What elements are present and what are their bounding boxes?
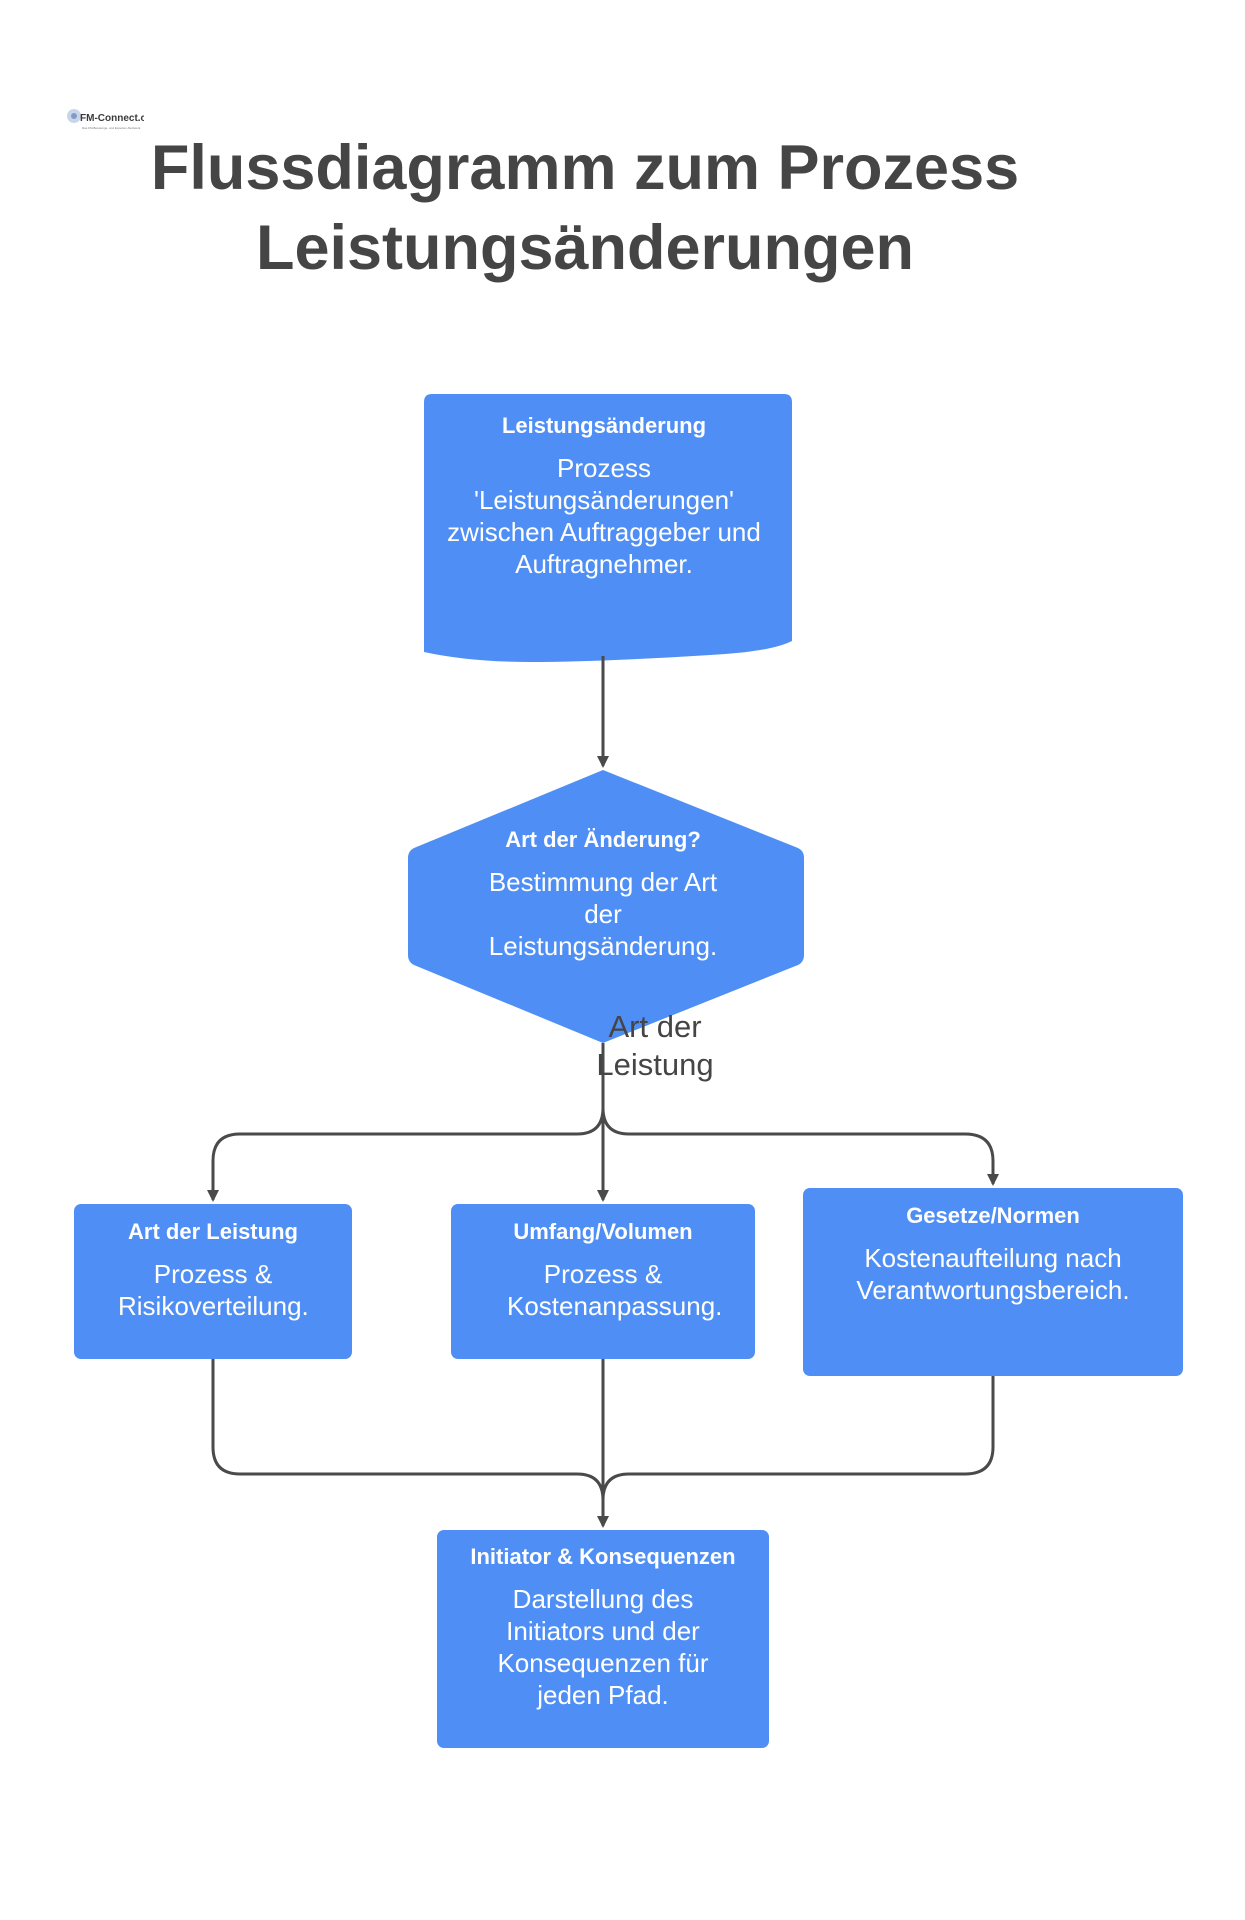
start-node-shape[interactable]: [424, 394, 792, 662]
art-der-leistung-node[interactable]: Art der Leistung Prozess & Risikoverteil…: [74, 1218, 352, 1322]
umfang-volumen-body: Prozess & Kostenanpassung.: [507, 1259, 723, 1321]
gesetze-normen-body: Kostenaufteilung nach Verantwortungsbere…: [856, 1243, 1130, 1305]
initiator-konsequenzen-node[interactable]: Initiator & Konsequenzen Darstellung des…: [437, 1543, 769, 1711]
gesetze-normen-heading: Gesetze/Normen: [906, 1203, 1080, 1228]
start-node-body: Prozess 'Leistungsänderungen' zwischen A…: [447, 453, 761, 579]
art-der-leistung-node-shape[interactable]: [74, 1204, 352, 1359]
umfang-volumen-node-shape[interactable]: [451, 1204, 755, 1359]
connector-gesetze-normen-to-end: [601, 1376, 995, 1501]
title-line-2: Leistungsänderungen: [255, 213, 915, 283]
start-node-heading: Leistungsänderung: [501, 413, 707, 438]
fm-connect-logo: FM-Connect.com Das FM-Beratungs- und Exp…: [67, 109, 144, 130]
decision-node-heading: Art der Änderung?: [505, 827, 701, 852]
decision-node-body: Bestimmung der Art der Leistungsänderung…: [488, 867, 718, 961]
edge-label-art-der-leistung: Art der Leistung: [596, 1009, 714, 1082]
initiator-konsequenzen-node-shape[interactable]: [437, 1530, 769, 1748]
gesetze-normen-node-shape[interactable]: [803, 1188, 1183, 1376]
start-node[interactable]: Leistungsänderung Prozess 'Leistungsände…: [436, 412, 772, 580]
logo-text: FM-Connect.com: [80, 113, 144, 124]
page-title: Flussdiagramm zum Prozess Leistungsänder…: [80, 128, 1090, 288]
art-der-leistung-body: Prozess & Risikoverteilung.: [118, 1259, 309, 1321]
connector-art-der-leistung-to-end: [211, 1359, 609, 1528]
decision-node[interactable]: Art der Änderung? Bestimmung der Art der…: [448, 826, 758, 962]
decision-node-shape[interactable]: [408, 770, 804, 1043]
umfang-volumen-heading: Umfang/Volumen: [513, 1219, 693, 1244]
logo-tagline: Das FM-Beratungs- und Experten-Netzwerk: [82, 126, 141, 130]
art-der-leistung-heading: Art der Leistung: [128, 1219, 298, 1244]
title-line-1: Flussdiagramm zum Prozess: [150, 133, 1020, 203]
connector-decision-to-art-der-leistung: [207, 1043, 605, 1202]
umfang-volumen-node[interactable]: Umfang/Volumen Prozess & Kostenanpassung…: [451, 1218, 755, 1322]
gesetze-normen-node[interactable]: Gesetze/Normen Kostenaufteilung nach Ver…: [803, 1202, 1183, 1306]
initiator-konsequenzen-heading: Initiator & Konsequenzen: [470, 1544, 736, 1569]
connector-decision-to-gesetze-normen: [601, 1107, 999, 1186]
initiator-konsequenzen-body: Darstellung des Initiators und der Konse…: [497, 1584, 709, 1710]
